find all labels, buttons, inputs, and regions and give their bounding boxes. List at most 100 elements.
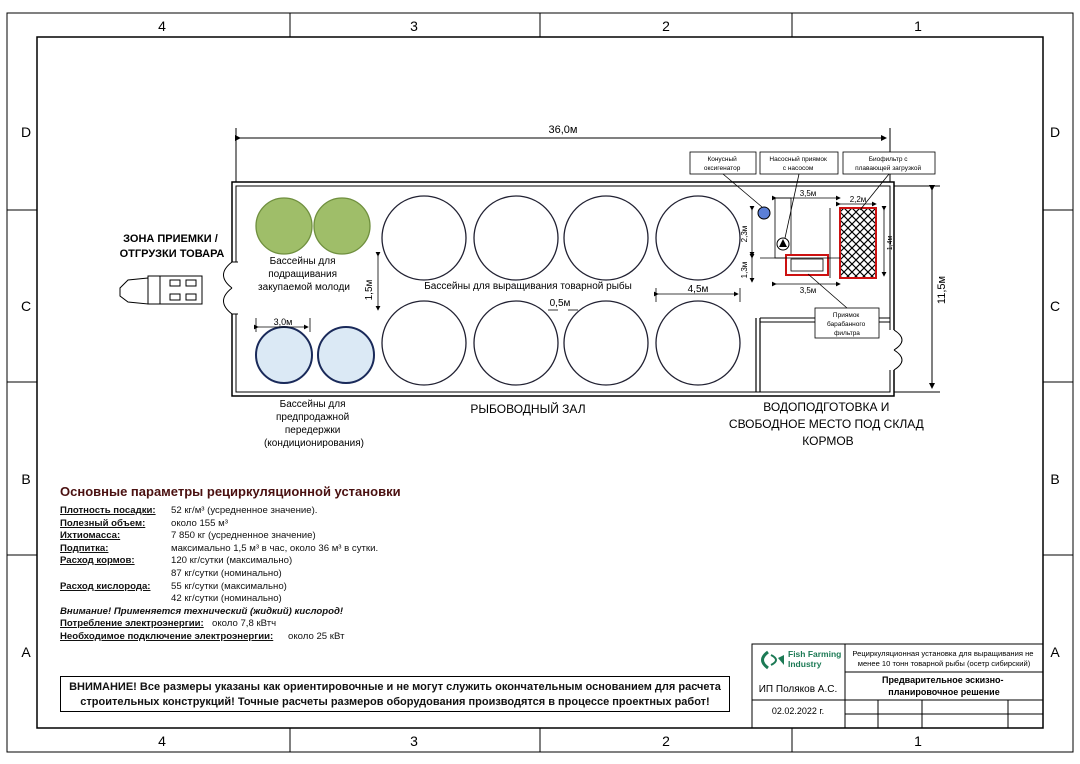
param-row: Ихтиомасса: 7 850 кг (усредненное значени…: [60, 530, 343, 543]
grow-pool: [381, 300, 467, 386]
col-label-top-3: 3: [410, 18, 418, 34]
callout-oxygenator-1: Конусный: [707, 155, 737, 163]
callout-drum-1: Приямок: [833, 312, 860, 319]
callout-oxygenator-2: оксигенатор: [704, 165, 741, 172]
entrance-door: [223, 261, 238, 315]
svg-text:Конусный оксигенатор Н: Конусный оксигенатор Насосный приямок с …: [704, 155, 923, 337]
fish-logo-icon: [761, 650, 784, 670]
callout-biofilter-1: Биофильтр с: [869, 156, 909, 163]
param-row: Расход кислорода: 55 кг/сутки (максимальн…: [60, 581, 343, 594]
nursery-pool: [313, 197, 371, 255]
row-label-right-d: D: [1050, 124, 1060, 140]
company-name: ИП Поляков А.С.: [759, 684, 838, 695]
title-block: [751, 643, 1044, 729]
dim-3-5-bottom: 3,5м: [800, 286, 817, 295]
callout-drum-3: фильтра: [834, 330, 860, 337]
holding-label-1: Бассейны для: [280, 399, 346, 410]
params-title: Основные параметры рециркуляционной уста…: [60, 484, 401, 499]
holding-pool: [255, 326, 313, 384]
truck-icon: [119, 275, 203, 305]
dim-0-5-label: 0,5м: [550, 298, 571, 309]
holding-label-3: передержки: [285, 425, 341, 436]
project-line2: менее 10 тонн товарной рыбы (осетр сибир…: [858, 659, 1031, 668]
biofilter: [839, 207, 877, 279]
param-label: Расход кормов:: [60, 555, 135, 567]
param-label: Подпитка:: [60, 542, 109, 554]
dim-1-4: 1,4м: [887, 236, 894, 251]
grow-pool: [655, 300, 741, 386]
nursery-label-1: Бассейны для: [270, 256, 336, 267]
svg-text:ВОДОПОДГОТОВКА И СВОБОДНОЕ: ВОДОПОДГОТОВКА И СВОБОДНОЕ МЕСТО ПОД СКЛ…: [729, 400, 927, 448]
dim-1-5-label: 1,5м: [364, 279, 375, 300]
power-value: около 7,8 кВтч: [212, 618, 277, 630]
oxygenator-icon: [757, 206, 771, 220]
dim-11-5-label: 11,5м: [936, 276, 948, 304]
oxygen-note: Внимание! Применяется технический (жидки…: [60, 605, 344, 617]
warning-line2: строительных конструкций! Точные расчеты…: [80, 696, 710, 708]
svg-text:Бассейны для подращивания: Бассейны для подращивания закупаемой мол…: [258, 256, 350, 293]
param-row: Полезный объем: около 155 м³: [60, 518, 343, 531]
param-value: около 155 м³: [171, 517, 228, 529]
svg-text:Рециркуляционная установка для: Рециркуляционная установка для выращиван…: [852, 649, 1035, 668]
hall-label: РЫБОВОДНЫЙ ЗАЛ: [470, 401, 585, 416]
grow-pool: [655, 195, 741, 281]
grow-pool: [473, 300, 559, 386]
pools-group: [255, 195, 741, 386]
param-value: 87 кг/сутки (номинально): [171, 567, 282, 579]
doc-line1: Предварительное эскизно-: [882, 675, 1004, 685]
connection-value: около 25 кВт: [288, 630, 345, 642]
dim-3-5-top: 3,5м: [800, 189, 817, 198]
connection-label: Необходимое подключение электроэнергии:: [60, 630, 274, 642]
grow-pool: [563, 195, 649, 281]
param-label: Расход кислорода:: [60, 580, 151, 592]
grow-pools-label: Бассейны для выращивания товарной рыбы: [424, 280, 632, 292]
col-label-bottom-3: 3: [410, 733, 418, 749]
loading-zone-line2: ОТГРУЗКИ ТОВАРА: [120, 248, 225, 260]
param-value: 7 850 кг (усредненное значение): [171, 530, 316, 542]
dim-4-5-label: 4,5м: [688, 284, 709, 295]
grow-pool: [563, 300, 649, 386]
dim-2-3: 2,3м: [740, 226, 749, 243]
col-label-bottom-1: 1: [914, 733, 922, 749]
nursery-pool: [255, 197, 313, 255]
param-label: Полезный объем:: [60, 517, 146, 529]
row-label-left-c: C: [21, 298, 31, 314]
dim-1-3: 1,3м: [740, 262, 749, 279]
param-label: Ихтиомасса:: [60, 530, 121, 542]
water-treatment-equipment: [757, 197, 877, 279]
param-value: 55 кг/сутки (максимально): [171, 580, 287, 592]
nursery-label-3: закупаемой молоди: [258, 282, 350, 293]
col-label-top-4: 4: [158, 18, 166, 34]
callout-biofilter-2: плавающей загрузкой: [855, 164, 921, 172]
logo-line1: Fish Farming: [788, 649, 841, 659]
power-row: Потребление электроэнергии:около 7,8 кВт…: [60, 618, 343, 631]
nursery-label-2: подращивания: [268, 269, 337, 280]
doc-line2: планировочное решение: [888, 687, 999, 697]
warning-box: ВНИМАНИЕ! Все размеры указаны как ориент…: [60, 676, 730, 712]
callout-drum-box: [814, 307, 880, 339]
holding-label-2: предпродажной: [276, 412, 349, 423]
param-value: 120 кг/сутки (максимально): [171, 555, 293, 567]
param-row: 42 кг/сутки (номинально): [60, 593, 343, 606]
col-label-bottom-2: 2: [662, 733, 670, 749]
col-label-bottom-4: 4: [158, 733, 166, 749]
param-row: Расход кормов: 120 кг/сутки (максимально): [60, 555, 343, 568]
params-list: Плотность посадки:52 кг/м³ (усредненное …: [60, 505, 378, 644]
param-value: 52 кг/м³ (усредненное значение).: [171, 505, 318, 516]
logo-line2: Industry: [788, 659, 822, 669]
row-label-right-a: A: [1050, 644, 1060, 660]
param-row: 87 кг/сутки (номинально): [60, 568, 343, 581]
connection-row: Необходимое подключение электроэнергии: о…: [60, 630, 345, 644]
row-label-left-b: B: [21, 471, 30, 487]
callout-pump-2: с насосом: [783, 165, 814, 172]
svg-text:ЗОНА ПРИЕМКИ / ОТГРУЗКИ ТО: ЗОНА ПРИЕМКИ / ОТГРУЗКИ ТОВАРА: [120, 233, 225, 260]
callout-drum-2: барабанного: [827, 320, 866, 328]
param-value: максимально 1,5 м³ в час, около 36 м³ в …: [171, 542, 379, 554]
svg-text:Бассейны для предпродажной: Бассейны для предпродажной передержки (к…: [264, 399, 364, 449]
holding-label-4: (кондиционирования): [264, 438, 364, 449]
col-label-top-2: 2: [662, 18, 670, 34]
holding-pool: [317, 326, 375, 384]
grow-pool: [381, 195, 467, 281]
water-room-line1: ВОДОПОДГОТОВКА И: [763, 400, 889, 414]
